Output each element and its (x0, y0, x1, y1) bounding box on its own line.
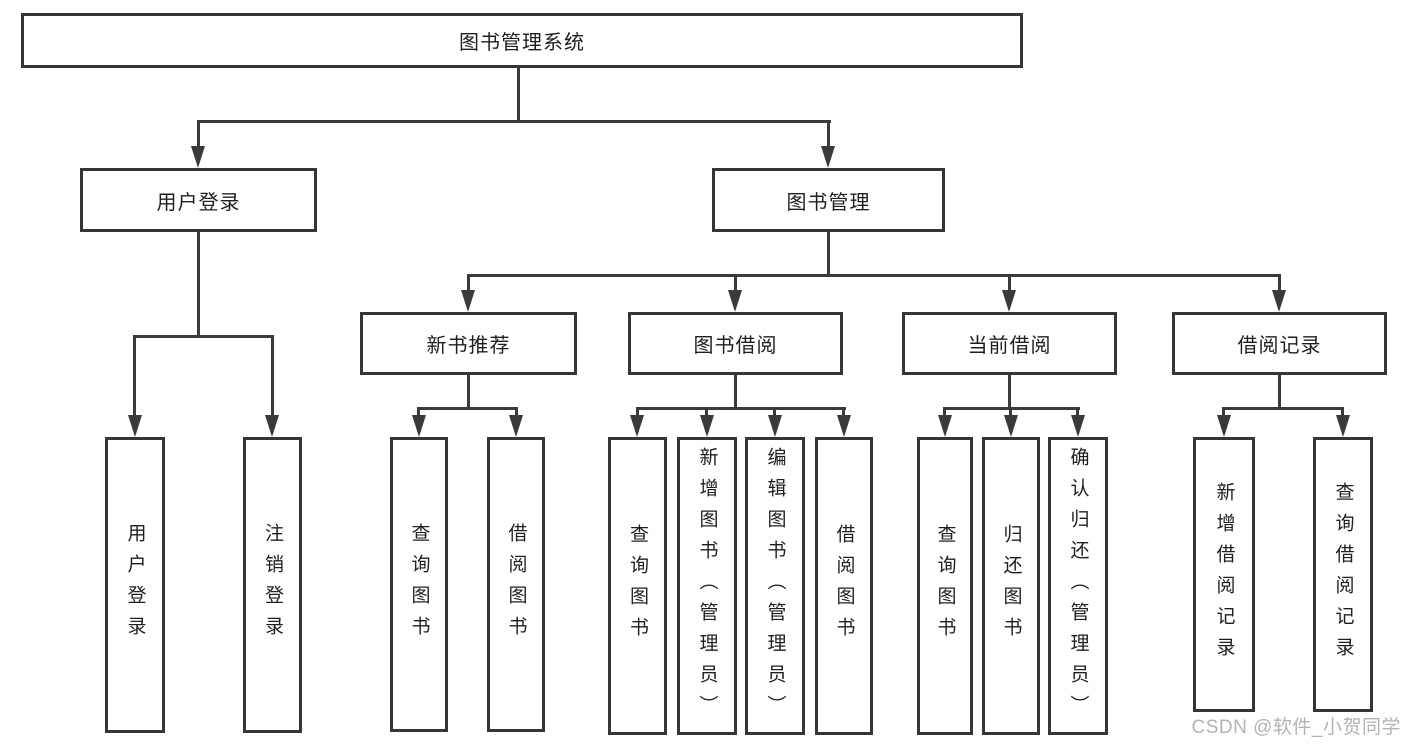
connector-line (636, 407, 846, 410)
connector-line (827, 120, 830, 148)
leaf-user-login-label: 用户登录 (124, 523, 146, 647)
arrowhead-down (821, 146, 835, 168)
connector-line (1341, 407, 1344, 417)
leaf-edit-book-admin: 编辑图书（管理员） (745, 437, 805, 735)
connector-line (197, 120, 831, 123)
arrowhead-down (509, 415, 523, 437)
leaf-return-book-label: 归还图书 (1000, 524, 1022, 648)
connector-line (467, 375, 470, 407)
leaf-recommend-query-book: 查询图书 (390, 437, 448, 732)
node-current-borrow-label: 当前借阅 (967, 335, 1052, 357)
node-new-book-recommend: 新书推荐 (360, 312, 577, 375)
connector-line (842, 407, 845, 417)
leaf-recommend-query-book-label: 查询图书 (408, 522, 430, 647)
connector-line (1222, 407, 1225, 417)
arrowhead-down (630, 415, 644, 437)
connector-line (1222, 407, 1344, 410)
leaf-add-borrow-record: 新增借阅记录 (1193, 437, 1255, 712)
connector-line (1278, 274, 1281, 292)
arrowhead-down (461, 290, 475, 312)
node-user-login: 用户登录 (80, 168, 317, 232)
leaf-recommend-borrow-book: 借阅图书 (487, 437, 545, 732)
connector-line (197, 232, 200, 335)
leaf-user-login: 用户登录 (105, 437, 165, 733)
leaf-logout: 注销登录 (243, 437, 302, 733)
connector-line (515, 407, 518, 417)
connector-line (417, 407, 518, 410)
connector-line (467, 274, 470, 292)
leaf-add-book-admin-label: 新增图书（管理员） (696, 446, 718, 726)
connector-line (734, 274, 737, 292)
arrowhead-down (1217, 415, 1231, 437)
leaf-logout-label: 注销登录 (262, 523, 283, 647)
node-borrow-records: 借阅记录 (1172, 312, 1387, 375)
node-new-book-recommend-label: 新书推荐 (426, 335, 511, 357)
connector-line (133, 335, 274, 338)
arrowhead-down (1272, 290, 1286, 312)
arrowhead-down (1002, 290, 1016, 312)
leaf-confirm-return-admin: 确认归还（管理员） (1048, 437, 1108, 735)
node-library-system: 图书管理系统 (21, 13, 1023, 68)
connector-line (517, 68, 520, 120)
arrowhead-down (728, 290, 742, 312)
node-library-system-label: 图书管理系统 (459, 32, 585, 54)
arrowhead-down (412, 415, 426, 437)
leaf-recommend-borrow-book-label: 借阅图书 (505, 522, 527, 647)
node-book-borrow-label: 图书借阅 (693, 335, 778, 357)
leaf-confirm-return-admin-label: 确认归还（管理员） (1067, 446, 1089, 726)
leaf-return-book: 归还图书 (982, 437, 1040, 735)
leaf-add-book-admin: 新增图书（管理员） (677, 437, 737, 735)
arrowhead-down (128, 415, 142, 437)
node-borrow-records-label: 借阅记录 (1237, 335, 1322, 357)
leaf-borrow-query-book: 查询图书 (608, 437, 667, 735)
arrowhead-down (1336, 415, 1350, 437)
node-current-borrow: 当前借阅 (902, 312, 1117, 375)
arrowhead-down (837, 415, 851, 437)
connector-line (197, 120, 200, 148)
leaf-query-borrow-record: 查询借阅记录 (1313, 437, 1373, 712)
connector-line (417, 407, 420, 417)
leaf-borrow-book-label: 借阅图书 (833, 524, 855, 648)
connector-line (133, 335, 136, 417)
leaf-borrow-book: 借阅图书 (815, 437, 873, 735)
leaf-add-borrow-record-label: 新增借阅记录 (1213, 481, 1235, 668)
connector-line (271, 335, 274, 417)
arrowhead-down (265, 415, 279, 437)
leaf-current-query-book: 查询图书 (917, 437, 973, 735)
csdn-watermark: CSDN @软件_小贺同学 (1191, 717, 1401, 738)
connector-line (734, 375, 737, 407)
connector-line (705, 407, 708, 417)
leaf-borrow-query-book-label: 查询图书 (627, 524, 648, 648)
connector-line (1008, 375, 1011, 407)
arrowhead-down (1004, 415, 1018, 437)
connector-line (827, 232, 830, 274)
arrowhead-down (1071, 415, 1085, 437)
connector-line (1278, 375, 1281, 407)
node-book-management-label: 图书管理 (786, 191, 871, 214)
arrowhead-down (191, 146, 205, 168)
leaf-edit-book-admin-label: 编辑图书（管理员） (764, 446, 786, 726)
connector-line (943, 407, 946, 417)
node-book-borrow: 图书借阅 (628, 312, 843, 375)
leaf-current-query-book-label: 查询图书 (934, 524, 956, 648)
connector-line (1009, 407, 1012, 417)
connector-line (773, 407, 776, 417)
connector-line (467, 274, 1281, 277)
arrowhead-down (938, 415, 952, 437)
arrowhead-down (768, 415, 782, 437)
connector-line (1076, 407, 1079, 417)
node-user-login-label: 用户登录 (156, 191, 241, 214)
leaf-query-borrow-record-label: 查询借阅记录 (1332, 481, 1354, 668)
connector-line (1008, 274, 1011, 292)
connector-line (636, 407, 639, 417)
node-book-management: 图书管理 (712, 168, 945, 232)
arrowhead-down (700, 415, 714, 437)
